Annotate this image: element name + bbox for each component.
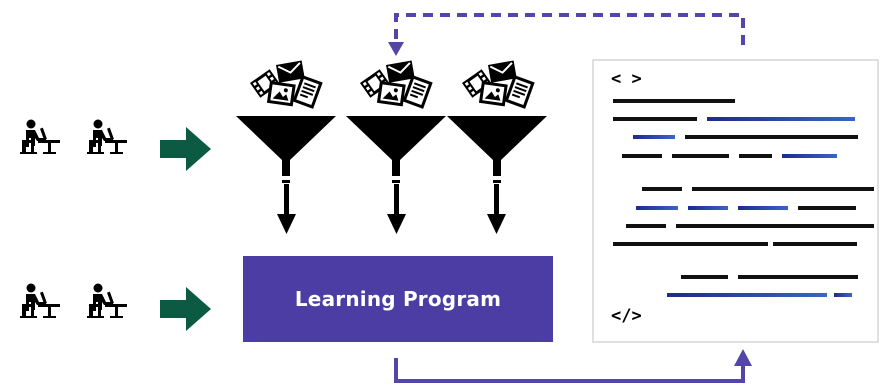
funnel-output-arrow (387, 184, 406, 234)
user-icon (20, 283, 60, 318)
user-icon (20, 119, 60, 154)
arrow-head-up-icon (734, 349, 752, 366)
arrow-right-icon (160, 287, 211, 331)
code-close-tag: </> (611, 306, 642, 326)
data-documents-icon (249, 59, 324, 110)
data-documents-icon (359, 59, 434, 110)
feedback-solid-arrow (394, 349, 752, 383)
code-open-tag: < > (611, 69, 642, 89)
data-documents-icon (461, 59, 536, 110)
user-icon (87, 283, 127, 318)
user-icon (87, 119, 127, 154)
funnel-output-arrow (487, 184, 506, 234)
funnel-icon (236, 116, 336, 183)
arrow-head-down-icon (388, 42, 404, 56)
arrow-right-icon (160, 127, 211, 171)
learning-program-box (243, 256, 553, 342)
learning-program-label: Learning Program (294, 287, 502, 311)
funnel-icon (346, 116, 446, 183)
funnel-output-arrow (277, 184, 296, 234)
funnel-icon (447, 116, 547, 183)
feedback-dashed-arrow (388, 13, 745, 56)
code-panel (592, 59, 879, 343)
